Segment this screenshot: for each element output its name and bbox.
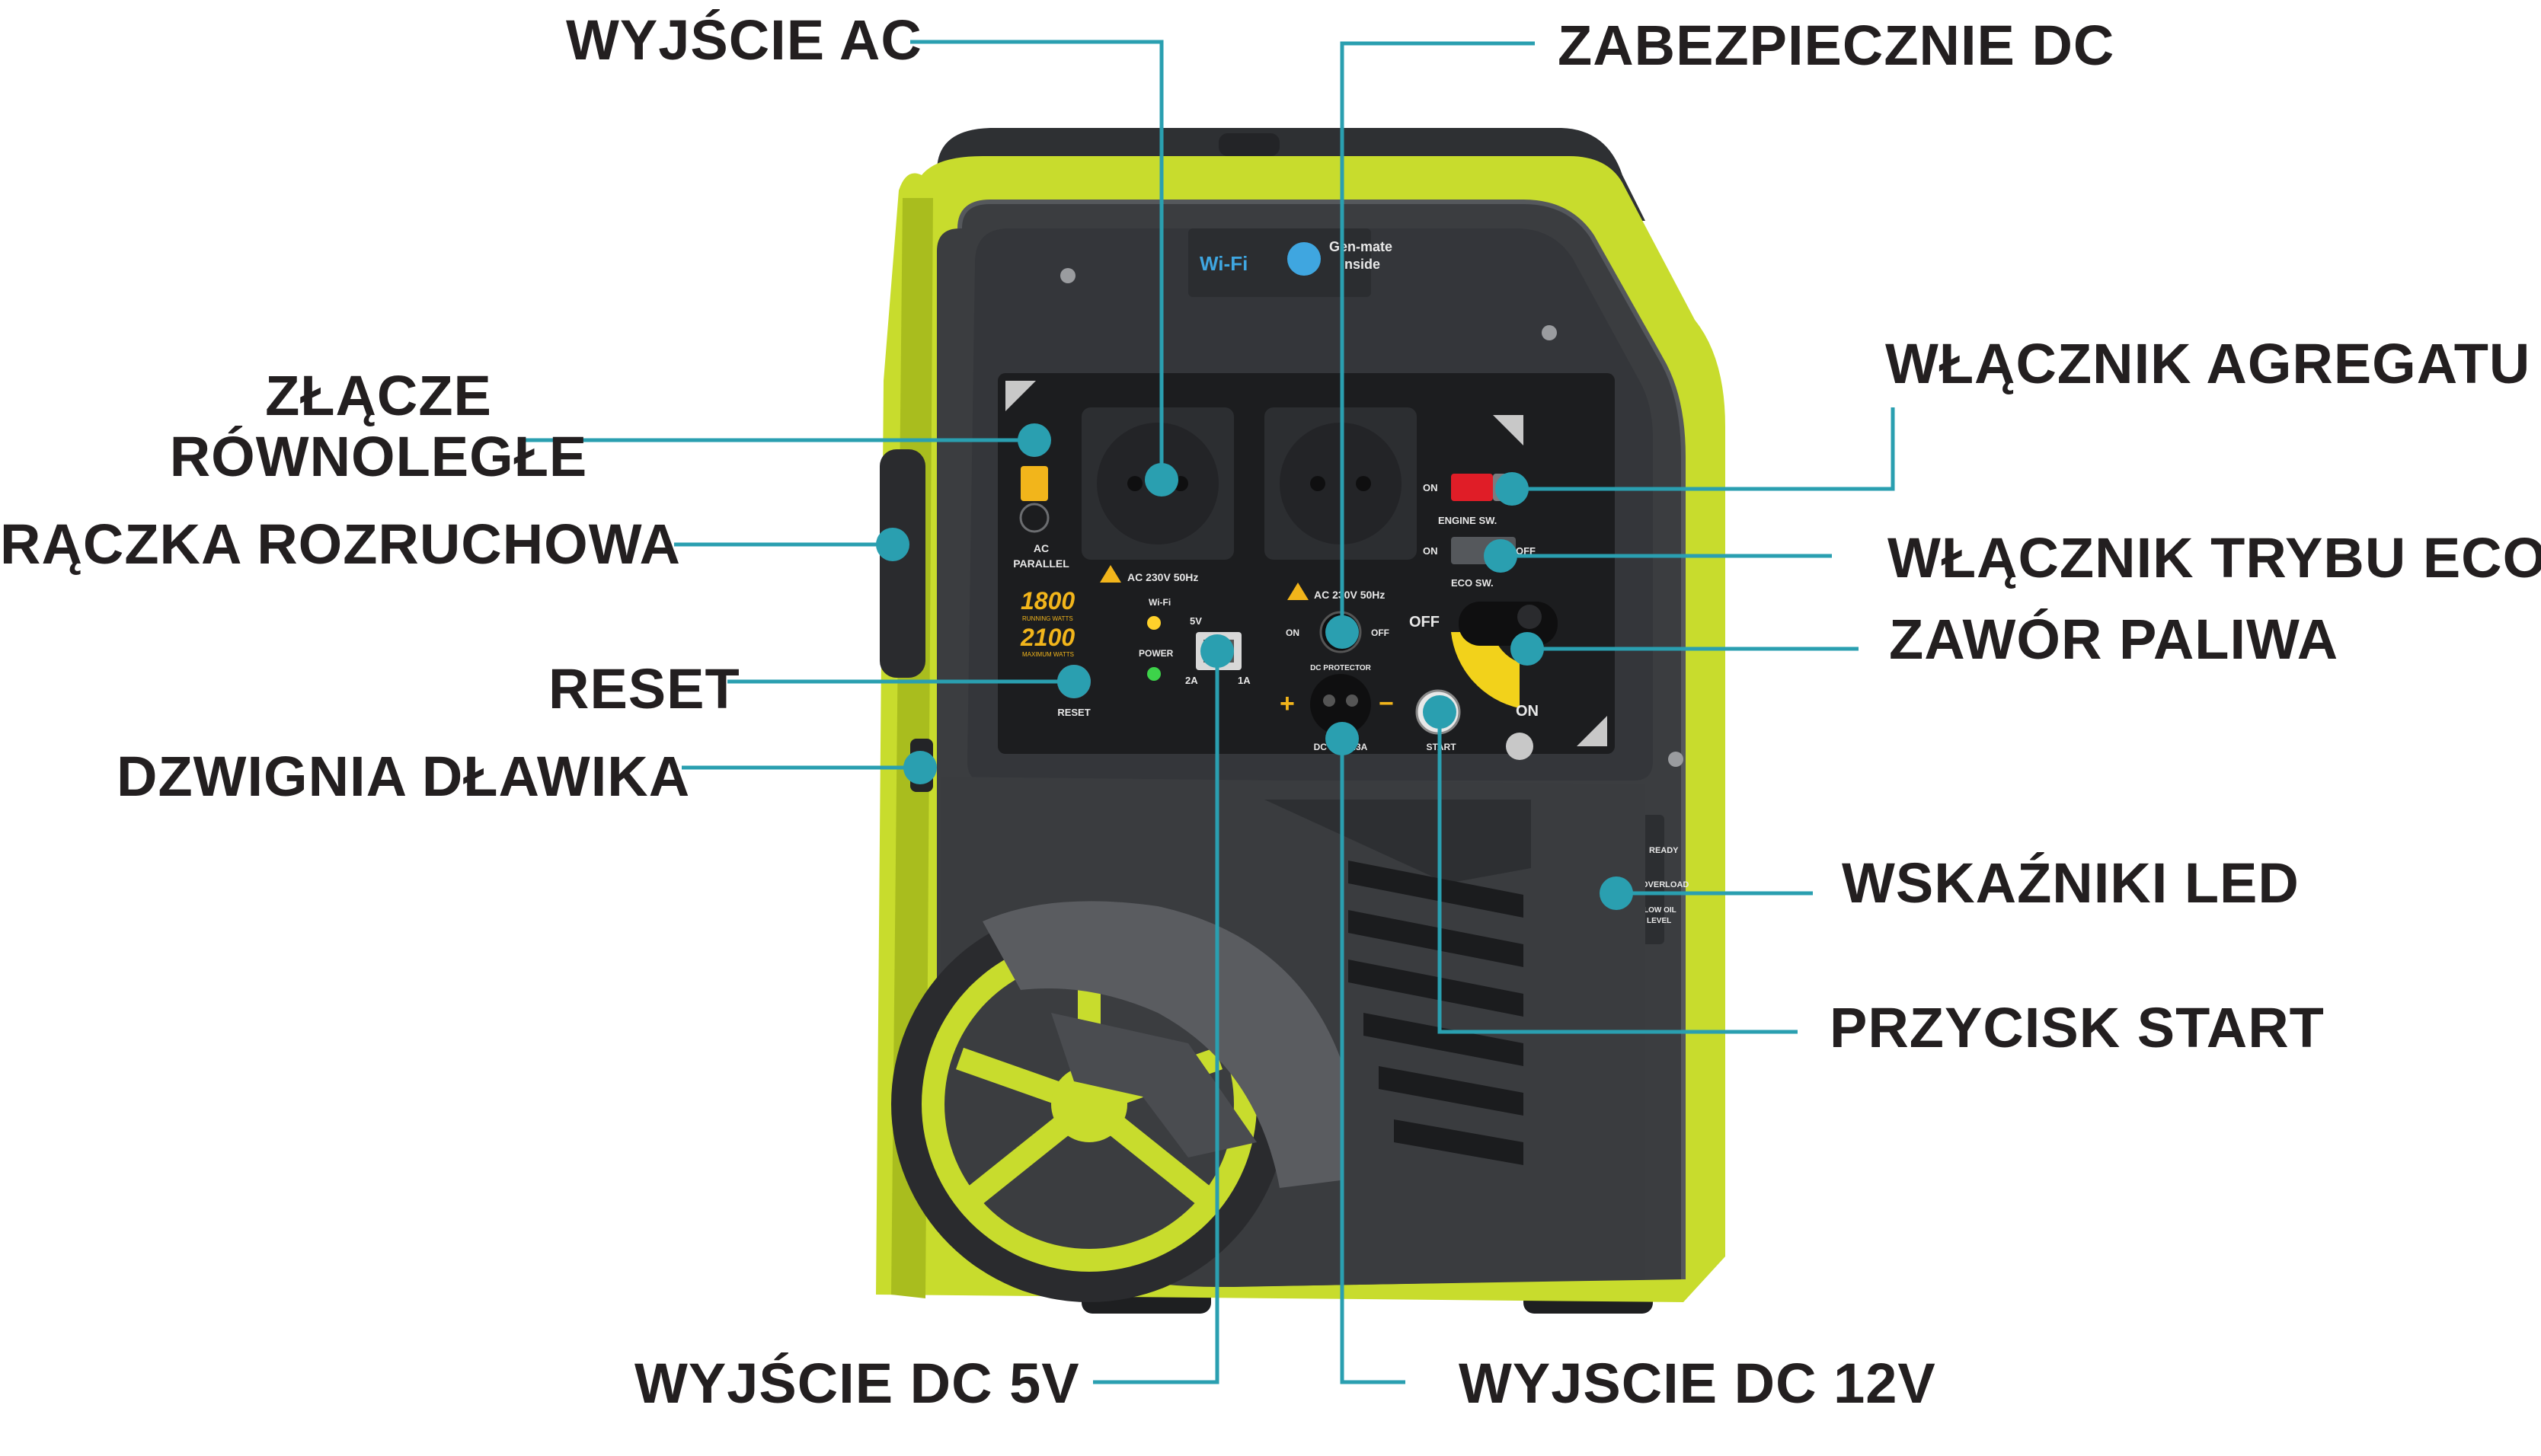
engine-sw-label: ENGINE SW. <box>1438 515 1497 526</box>
usb-1a-label: 1A <box>1238 675 1251 686</box>
dc-on-label: ON <box>1286 627 1299 638</box>
ac-parallel-label-1: AC <box>1034 542 1049 554</box>
ac-rating-right: AC 230V 50Hz <box>1314 589 1385 601</box>
label-led-indicators: WSKAŹNIKI LED <box>1842 851 2300 915</box>
callout-labels: WYJŚCIE AC ZABEZPIECZNIE DC ZŁĄCZE RÓWNO… <box>0 8 2541 1415</box>
svg-text:−: − <box>1379 689 1394 718</box>
eco-on-label: ON <box>1423 545 1438 557</box>
led-low-oil-label-2: LEVEL <box>1647 917 1671 925</box>
label-starter-handle: RĄCZKA ROZRUCHOWA <box>0 512 681 576</box>
label-fuel-valve: ZAWÓR PALIWA <box>1889 608 2338 671</box>
label-dc-12v-output: WYJSCIE DC 12V <box>1459 1352 1936 1415</box>
label-parallel-connector-2: RÓWNOLEGŁE <box>170 425 588 488</box>
generator-illustration: Wi-Fi Gen-mate inside AC PARALLEL AC 230… <box>876 128 1725 1314</box>
genmate-label-2: inside <box>1341 257 1380 272</box>
running-watts-label: RUNNING WATTS <box>1022 615 1073 622</box>
label-choke-lever: DZWIGNIA DŁAWIKA <box>117 745 690 808</box>
label-engine-switch: WŁĄCZNIK AGREGATU <box>1885 332 2530 395</box>
led-low-oil-label-1: LOW OIL <box>1644 906 1676 915</box>
engine-on-label: ON <box>1423 482 1438 493</box>
genmate-label-1: Gen-mate <box>1329 239 1392 254</box>
wifi-badge-label: Wi-Fi <box>1200 252 1248 275</box>
led-overload-label: OVERLOAD <box>1641 880 1689 889</box>
ac-parallel-label-2: PARALLEL <box>1013 557 1069 570</box>
eco-sw-label: ECO SW. <box>1451 577 1494 589</box>
label-ac-output: WYJŚCIE AC <box>566 8 922 72</box>
fuel-off-label: OFF <box>1409 614 1440 631</box>
running-watts-value: 1800 <box>1021 587 1075 615</box>
max-watts-label: MAXIMUM WATTS <box>1022 651 1074 658</box>
label-start-button: PRZYCISK START <box>1830 996 2325 1059</box>
leader-lines <box>526 40 1895 1384</box>
svg-text:+: + <box>1280 689 1295 718</box>
dc-protector-label: DC PROTECTOR <box>1310 664 1372 672</box>
eco-off-label: OFF <box>1516 545 1536 557</box>
usb-5v-label: 5V <box>1190 615 1202 627</box>
label-reset: RESET <box>548 657 740 720</box>
ac-rating-left: AC 230V 50Hz <box>1127 571 1198 583</box>
power-label: POWER <box>1139 648 1174 659</box>
label-dc-protection: ZABEZPIECZNIE DC <box>1558 14 2114 77</box>
label-parallel-connector-1: ZŁĄCZE <box>265 364 492 427</box>
dc-off-label: OFF <box>1371 627 1389 638</box>
label-eco-switch: WŁĄCZNIK TRYBU ECO <box>1887 526 2541 589</box>
max-watts-value: 2100 <box>1020 624 1075 651</box>
wifi-small-label: Wi-Fi <box>1149 597 1171 608</box>
reset-small-label: RESET <box>1057 707 1090 718</box>
led-ready-label: READY <box>1649 846 1679 855</box>
fuel-on-label: ON <box>1516 703 1539 720</box>
usb-2a-label: 2A <box>1185 675 1198 686</box>
label-dc-5v-output: WYJŚCIE DC 5V <box>634 1352 1080 1415</box>
